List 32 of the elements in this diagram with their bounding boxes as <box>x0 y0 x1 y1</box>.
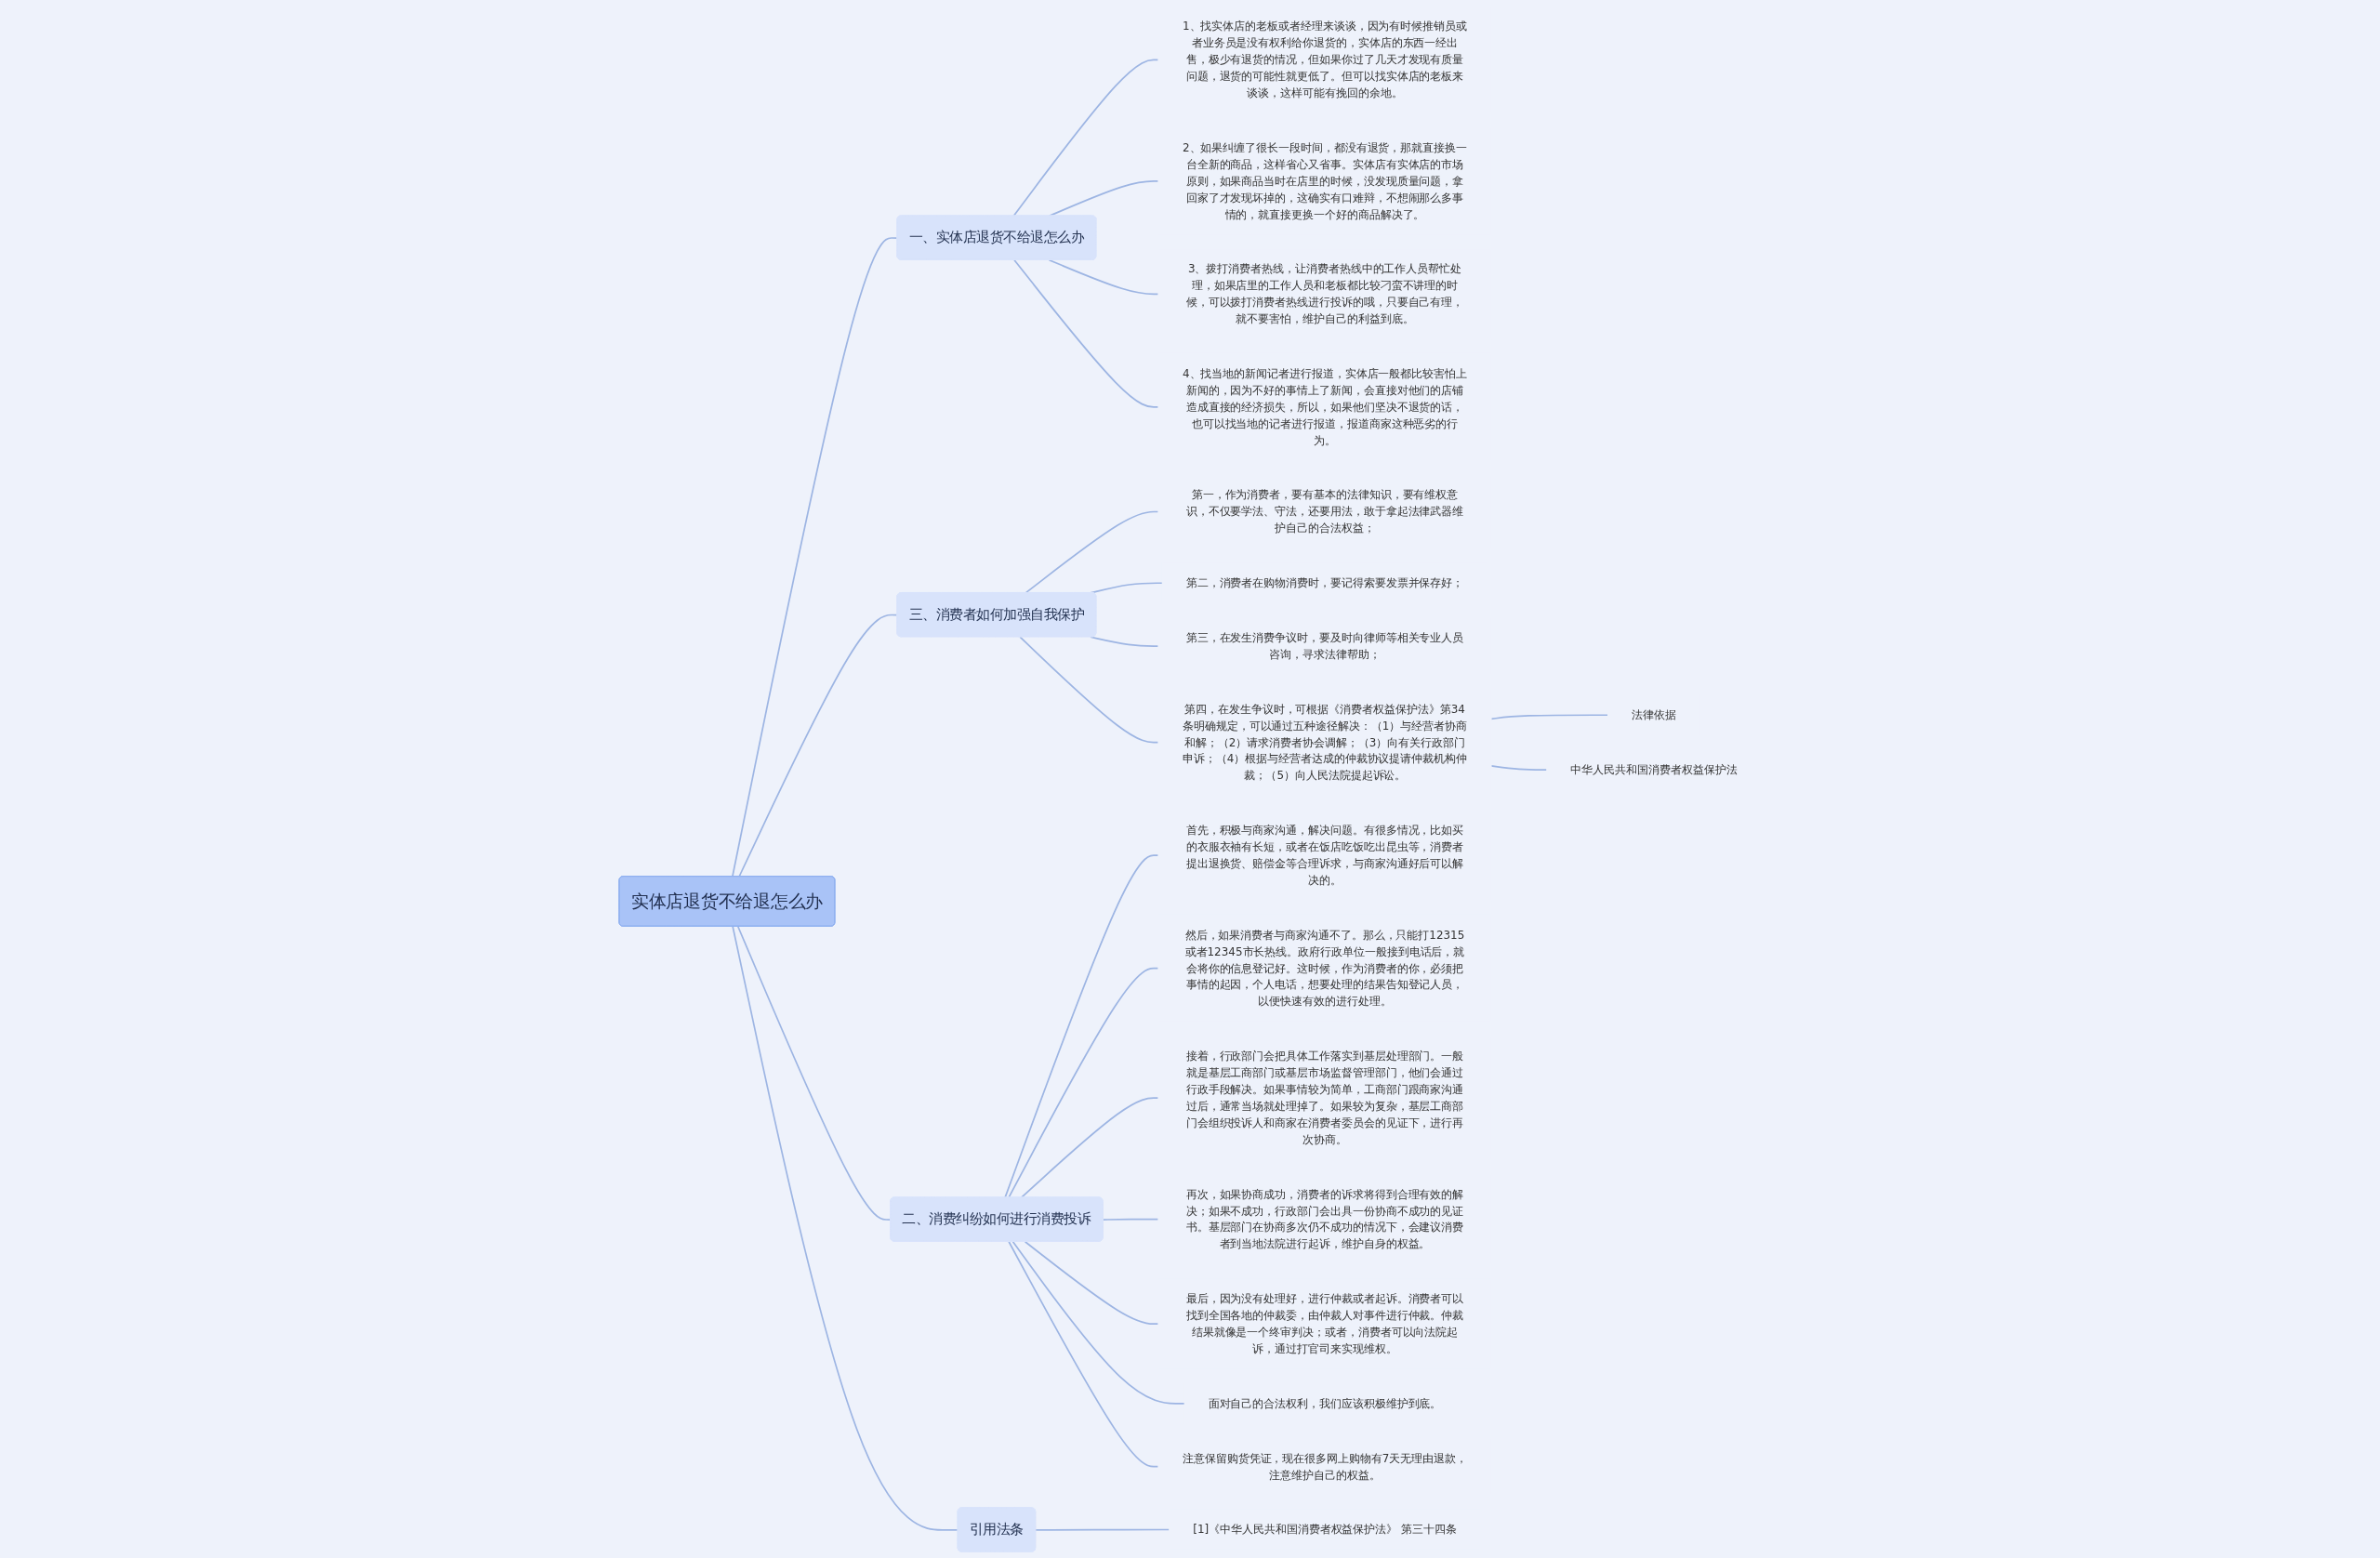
connector <box>1490 714 1609 720</box>
connector <box>732 925 959 1531</box>
node-text: 4、找当地的新闻记者进行报道，实体店一般都比较害怕上新闻的，因为不好的事情上了新闻，会直接对他们的店铺造成直接的经济损失，所以，如果他们坚决不退货的话，也可以找当地的记者进行报道，报道商家这种恶劣的行为。 <box>1182 366 1468 447</box>
node-text: 法律依据 <box>1632 707 1676 721</box>
connector <box>736 925 892 1221</box>
connector <box>1012 1240 1185 1405</box>
node-text: 中华人民共和国消费者权益保护法 <box>1570 762 1738 776</box>
node-text: 注意保留购货凭证，现在很多网上购物有7天无理由退款，注意维护自己的权益。 <box>1182 1451 1468 1482</box>
node-text: 1、找实体店的老板或者经理来谈谈，因为有时候推销员或者业务员是没有权利给你退货的，实体店的东西一经出售，极少有退货的情况，但如果你过了几天才发现有质量问题，退货的可能性就更低了。但可以找实体店的老板来谈谈，这样可能有挽回的余地。 <box>1182 20 1468 99</box>
connector <box>1102 1218 1159 1221</box>
connector <box>1048 258 1159 296</box>
connector <box>1019 636 1159 744</box>
node-text: 第二，消费者在购物消费时，要记得索要发票并保存好； <box>1185 576 1464 589</box>
connector <box>1013 258 1159 408</box>
node-text: 第一，作为消费者，要有基本的法律知识，要有维权意识，不仅要学法、守法，还要用法，敢于拿起法律武器维护自己的合法权益； <box>1185 488 1464 535</box>
node-text: 2、如果纠缠了很长一段时间，都没有退货，那就直接换一台全新的商品，这样省心又省事。实体店有实体店的市场原则，如果商品当时在店里的时候，没发现质量问题，拿回家了才发现坏掉的，这确实有口难辩，不想闹那么多事情的，就直接更换一个好的商品解决了。 <box>1182 140 1468 221</box>
connector <box>1024 1240 1159 1326</box>
node-text: 首先，积极与商家沟通，解决问题。有很多情况，比如买的衣服衣袖有长短，或者在饭店吃饭吃出昆虫等，消费者提出退换货、赔偿金等合理诉求，与商家沟通好后可以解决的。 <box>1185 824 1464 887</box>
node-text: 然后，如果消费者与商家沟通不了。那么，只能打12315或者12345市长热线。政府行政单位一般接到电话后，就会将你的信息登记好。这时候，作为消费者的你，必须把事情的起因，个人电话，想要处理的结果告知登记人员，以便快速有效的进行处理。 <box>1184 928 1465 1008</box>
connector <box>1025 510 1159 594</box>
connector <box>1490 765 1548 771</box>
connector <box>1008 1240 1159 1468</box>
node-text: 接着，行政部门会把具体工作落实到基层处理部门。一般就是基层工商部门或基层市场监督管理部门，他们会通过行政手段解决。如果事情较为简单，工商部门跟商家沟通过后，通常当场就处理掉了。如果较为复杂，基层工商部门会组织投诉人和商家在消费者委员会的见证下，进行再次协商。 <box>1185 1050 1464 1146</box>
connector <box>1035 1528 1170 1531</box>
node-text: [1]《中华人民共和国消费者权益保护法》 第三十四条 <box>1193 1523 1457 1536</box>
node-text: 面对自己的合法权利，我们应该积极维护到底。 <box>1208 1396 1442 1410</box>
node-text: 第四，在发生争议时，可根据《消费者权益保护法》第34条明确规定，可以通过五种途径解决：（1）与经营者协商和解；（2）请求消费者协会调解；（3）向有关行政部门申诉；（4）根据与经营者达成的仲裁协议提请仲裁机构仲裁；（5）向人民法院提起诉讼。 <box>1182 702 1468 782</box>
node-text: 再次，如果协商成功，消费者的诉求将得到合理有效的解决；如果不成功，行政部门会出具一份协商不成功的见证书。基层部门在协商多次仍不成功的情况下，会建议消费者到当地法院进行起诉，维护自身的权益。 <box>1185 1187 1464 1250</box>
node-text: 第三，在发生消费争议时，要及时向律师等相关专业人员咨询，寻求法律帮助； <box>1185 630 1464 661</box>
connector <box>1090 636 1159 647</box>
node-text: 最后，因为没有处理好，进行仲裁或者起诉。消费者可以找到全国各地的仲裁委，由仲裁人对事件进行仲裁。仲裁结果就像是一个终审判决；或者，消费者可以向法院起诉，通过打官司来实现维权。 <box>1185 1292 1464 1355</box>
node-text: 3、拨打消费者热线，让消费者热线中的工作人员帮忙处理，如果店里的工作人员和老板都比较刁蛮不讲理的时候，可以拨打消费者热线进行投诉的哦，只要自己有理，就不要害怕，维护自己的利益到底。 <box>1185 262 1464 325</box>
